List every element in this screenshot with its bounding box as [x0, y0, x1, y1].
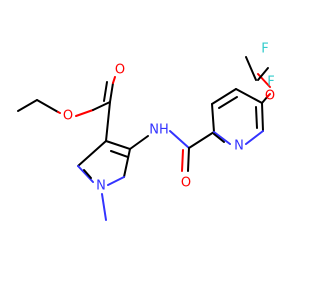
- bond-pyr-c4-c5: [235, 88, 263, 104]
- ester-oxygen-label: O: [63, 109, 73, 124]
- bond-co-double-2: [103, 81, 108, 102]
- bond-carbonyl-up: [109, 82, 114, 103]
- background: [0, 0, 300, 300]
- bond-ring-to-nh: [129, 135, 149, 150]
- bond-ethyl-ch2: [36, 99, 59, 113]
- amide-oxygen-label: O: [181, 176, 191, 191]
- bond-ring-inner-double: [110, 150, 129, 158]
- pyrrole-nitrogen-label: N: [96, 179, 106, 194]
- atom-label-layer: O O NH O N N O F F: [63, 42, 275, 194]
- bond-ring-c3-c2: [77, 140, 107, 167]
- bond-ring-c3-c4: [105, 140, 131, 150]
- bond-nh-to-carbonyl: [169, 130, 190, 149]
- bond-ethyl-terminal: [17, 99, 38, 112]
- bond-carbonyl-down: [187, 147, 190, 172]
- bond-cf2h-f-right-a: [257, 67, 269, 81]
- amide-nitrogen-label: NH: [149, 123, 169, 138]
- bond-ring-c4-c5: [123, 148, 131, 178]
- bond-amide-double: [181, 149, 184, 172]
- molecule-structure-diagram: [0, 0, 300, 300]
- ether-oxygen-label: O: [265, 89, 275, 104]
- bond-c2-n-double: [83, 169, 92, 179]
- bond-cf2h-f-top: [245, 56, 257, 81]
- bond-pyr-o-end: [267, 93, 271, 97]
- bond-o-carbonyl-c: [92, 101, 111, 111]
- bond-ester-to-ring: [105, 101, 111, 142]
- bond-pyr-c2-c3: [211, 103, 215, 133]
- bond-pyr-inner-double-3: [213, 133, 225, 143]
- molecule-structure-canvas: O O NH O N N O F F: [0, 0, 300, 300]
- bond-pyr-inner-double-1: [218, 96, 238, 109]
- bond-pyr-inner-double-2: [255, 106, 258, 129]
- bond-ch2-o: [57, 111, 61, 114]
- bond-pyr-n-c2: [213, 131, 231, 145]
- bond-pyr-c5-c6: [261, 102, 264, 132]
- fluorine-top-label: F: [261, 42, 268, 57]
- bond-c5-n: [107, 176, 125, 186]
- bond-n-methyl: [101, 193, 107, 221]
- bond-n-c2: [77, 165, 94, 183]
- bond-carbonyl-to-pyridine: [188, 131, 215, 149]
- pyridine-nitrogen-label: N: [234, 139, 244, 154]
- ester-carbonyl-oxygen-label: O: [115, 63, 125, 78]
- bond-pyr-c3-c4: [211, 88, 237, 105]
- bond-o-carbonyl: [75, 109, 94, 117]
- fluorine-right-label: F: [267, 75, 274, 90]
- bond-pyr-c6-n: [245, 130, 264, 145]
- bond-pyr-to-o: [261, 95, 269, 104]
- bond-co-double-1: [112, 76, 116, 84]
